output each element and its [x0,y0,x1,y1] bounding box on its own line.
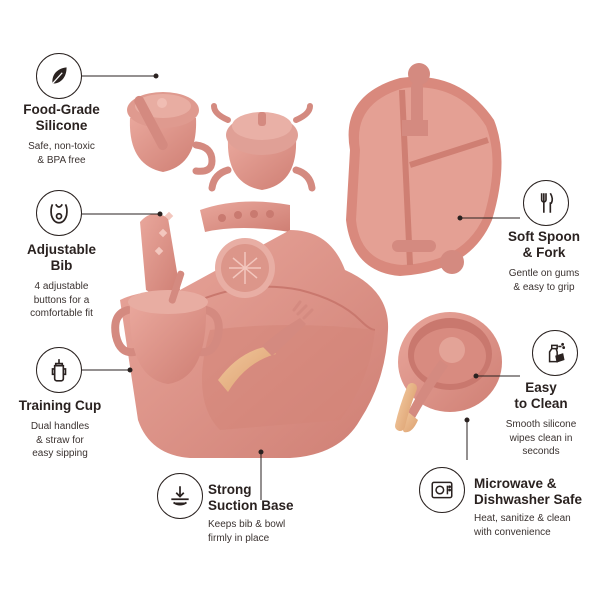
leaf-icon [36,53,82,99]
feature-title: Microwave & Dishwasher Safe [474,476,583,507]
feature-description: Smooth silicone wipes clean in seconds [505,419,577,457]
suction-bowl [395,312,502,433]
feature-title: Strong Suction Base [208,482,294,513]
feature-description: Safe, non-toxic & BPA free [28,141,95,166]
feature-description: Heat, sanitize & clean with convenience [474,513,571,538]
feature-microwave-dishwasher: Microwave & Dishwasher Safe Heat, saniti… [474,476,594,539]
spray-cleaning-icon [532,330,578,376]
bib-spoon-fork [218,300,314,392]
training-cup [111,270,223,384]
sippy-cup-straw-lid [127,92,216,175]
sippy-cup-closed-lid [208,103,316,192]
feature-description: 4 adjustable buttons for a comfortable f… [30,281,93,319]
divided-suction-plate [346,63,502,277]
fork-knife-icon [523,180,569,226]
bib-icon [36,190,82,236]
feature-training-cup: Training Cup Dual handles & straw for ea… [10,398,110,461]
feature-title: Adjustable Bib [26,242,96,273]
suction-base-icon [157,473,203,519]
adjustable-bib [120,201,389,458]
feature-title: Easy to Clean [514,380,568,411]
feature-suction-base: Strong Suction Base Keeps bib & bowl fir… [208,482,318,545]
feature-title: Soft Spoon & Fork [508,229,580,260]
feature-title: Food-Grade Silicone [23,102,100,133]
leader-lines [82,73,520,500]
sippy-cup-icon [36,347,82,393]
feature-spoon-fork: Soft Spoon & Fork Gentle on gums & easy … [494,229,594,294]
feature-description: Dual handles & straw for easy sipping [30,421,90,459]
feature-description: Keeps bib & bowl firmly in place [208,519,286,544]
feature-easy-clean: Easy to Clean Smooth silicone wipes clea… [490,380,592,459]
feature-food-grade: Food-Grade Silicone Safe, non-toxic & BP… [14,102,109,167]
microwave-icon [419,467,465,513]
feature-adjustable-bib: Adjustable Bib 4 adjustable buttons for … [14,242,109,321]
feature-description: Gentle on gums & easy to grip [508,268,580,293]
feature-title: Training Cup [18,398,102,413]
